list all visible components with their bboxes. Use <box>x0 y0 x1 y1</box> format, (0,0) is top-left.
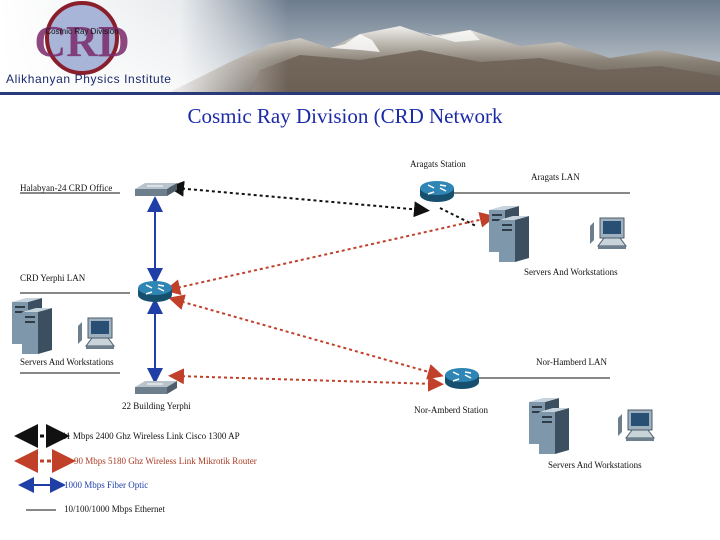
header-banner: CRD Cosmic Ray Division Alikhanyan Physi… <box>0 0 720 95</box>
aragats-router-icon <box>419 180 455 203</box>
mountain-banner-image <box>0 0 720 95</box>
yerphi-servers-icon <box>12 298 52 354</box>
wireless-link-yerphi-aragats <box>164 211 496 296</box>
aragats-lan-label: Aragats LAN <box>531 172 580 182</box>
nor-amberd-station-label: Nor-Amberd Station <box>414 405 489 415</box>
yerphi-workstation-icon <box>77 317 115 350</box>
wireless-link-yerphi-noramberd <box>168 294 444 380</box>
wireless-link-building-noramberd <box>168 368 444 392</box>
institute-name: Alikhanyan Physics Institute <box>6 72 172 86</box>
crd-yerphi-lan-label: CRD Yerphi LAN <box>20 273 86 283</box>
yerphi-servers-label: Servers And Workstations <box>20 357 114 367</box>
nor-hamberd-lan-label: Nor-Hamberd LAN <box>536 357 608 367</box>
noramberd-workstation-icon <box>617 409 655 442</box>
banner-divider <box>0 92 720 95</box>
crd-logo: CRD Cosmic Ray Division <box>34 1 130 75</box>
page-title: Cosmic Ray Division (CRD Network <box>187 104 503 128</box>
logo-text: Cosmic Ray Division <box>45 27 118 36</box>
aragats-servers-icon <box>489 206 529 262</box>
noramberd-servers-label: Servers And Workstations <box>548 460 642 470</box>
noramberd-router-icon <box>444 367 480 390</box>
halabyan-switch-icon <box>134 182 178 197</box>
yerphi-router-icon <box>137 280 173 303</box>
wireless-link-office-aragats <box>168 180 430 218</box>
logo-letters: CRD <box>34 17 129 66</box>
building-switch-icon <box>134 380 178 395</box>
legend-wireless-mikrotik-label: 90 Mbps 5180 Ghz Wireless Link Mikrotik … <box>74 456 257 466</box>
building-yerphi-label: 22 Building Yerphi <box>122 401 191 411</box>
wireless-link-aragats-tail <box>439 207 477 227</box>
legend-ethernet-label: 10/100/1000 Mbps Ethernet <box>64 504 165 514</box>
legend-wireless-cisco-label: 11 Mbps 2400 Ghz Wireless Link Cisco 130… <box>62 431 240 441</box>
aragats-servers-label: Servers And Workstations <box>524 267 618 277</box>
noramberd-servers-icon <box>529 398 569 454</box>
halabyan-office-label: Halabyan-24 CRD Office <box>20 183 113 193</box>
aragats-workstation-icon <box>589 217 627 250</box>
aragats-station-label: Aragats Station <box>410 159 466 169</box>
legend-fiber-label: 1000 Mbps Fiber Optic <box>64 480 149 490</box>
